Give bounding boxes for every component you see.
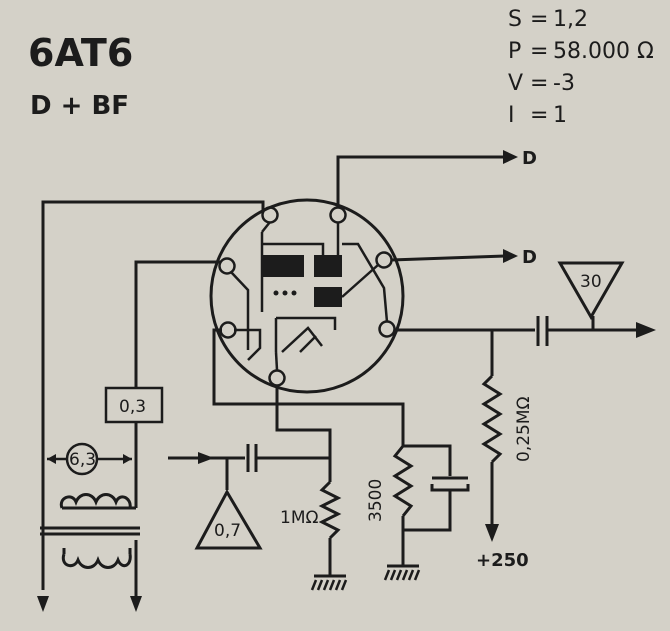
output-level-triangle	[557, 261, 625, 321]
grid-dot	[273, 290, 279, 296]
param-i-equals: =	[530, 103, 548, 128]
param-p-symbol: P	[508, 39, 521, 64]
param-p-equals: =	[530, 39, 548, 64]
output-level-label: 30	[580, 272, 602, 292]
cathode-resistor-label: 3500	[366, 479, 386, 522]
param-v-equals: =	[530, 71, 548, 96]
diode-plate-2	[314, 255, 342, 277]
ground-hatch	[310, 579, 348, 591]
transformer-primary-coil	[61, 553, 132, 569]
tube-function: D + BF	[30, 91, 129, 121]
heater-wire-right	[134, 260, 221, 388]
plate-1-lead	[262, 242, 325, 255]
arrow-icon	[37, 596, 49, 612]
diode-wire-2	[390, 254, 506, 262]
triode-plate-lead	[342, 242, 389, 323]
pin-3-lead	[230, 271, 250, 350]
grid-wire	[275, 386, 332, 482]
pin-4-lead	[341, 264, 379, 298]
pin-1-lead	[261, 221, 271, 233]
pin-3	[218, 257, 236, 275]
tube-parameters: S = 1,2 P = 58.000 Ω V = -3 I = 1	[508, 7, 654, 128]
param-s-equals: =	[530, 7, 548, 32]
diode-output-label-1: D	[522, 148, 537, 169]
grid-resistor-label: 1MΩ	[280, 508, 318, 528]
supply-voltage-label: +250	[476, 550, 529, 571]
input-level-label: 0,7	[214, 521, 241, 541]
grid-dot	[282, 290, 288, 296]
pin-6	[378, 320, 396, 338]
arrow-icon	[198, 452, 214, 464]
plate-resistor-label: 0,25MΩ	[514, 396, 534, 462]
param-i-symbol: I	[508, 103, 515, 128]
param-v-symbol: V	[508, 71, 523, 96]
tube-name: 6AT6	[28, 31, 133, 75]
pin-4	[375, 251, 393, 269]
pin-7	[268, 369, 286, 387]
pin-1	[261, 206, 279, 224]
input-level-triangle	[194, 488, 263, 550]
cathode-resistor	[392, 445, 414, 517]
pin-2	[329, 206, 347, 224]
pin-7-lead	[274, 351, 279, 371]
cathode-bias-wire	[277, 402, 405, 446]
pin-5	[219, 321, 237, 339]
arrow-icon	[503, 150, 518, 164]
triode-plate	[314, 287, 342, 307]
arrow-icon	[485, 524, 499, 542]
arrow-icon	[636, 322, 656, 338]
param-v-value: -3	[553, 71, 575, 96]
heater-current-box	[104, 386, 164, 424]
heater-voltage-label: 6,3	[69, 450, 96, 470]
ground-hatch	[383, 569, 421, 581]
diode-wire-1	[336, 155, 505, 207]
tube-pins	[218, 206, 396, 387]
heater-filament	[281, 326, 323, 353]
diode-plate-1	[262, 255, 304, 277]
plate-resistor	[481, 374, 503, 464]
tube-envelope	[209, 198, 405, 394]
diode-output-label-2: D	[522, 247, 537, 268]
bypass-capacitor-wire	[403, 444, 452, 476]
heater-current-label: 0,3	[119, 397, 146, 417]
cathode-sleeve	[276, 316, 337, 330]
grid-resistor	[318, 480, 342, 540]
param-p-value: 58.000 Ω	[553, 39, 654, 64]
heater-filament	[299, 335, 317, 353]
heater-voltage-circle	[65, 442, 99, 476]
transformer-secondary-coil	[59, 493, 132, 509]
bypass-capacitor	[430, 484, 470, 492]
arrow-icon	[47, 454, 56, 464]
bypass-capacitor-wire	[403, 490, 452, 532]
arrow-icon	[123, 454, 132, 464]
param-i-value: 1	[553, 103, 567, 128]
param-s-symbol: S	[508, 7, 522, 32]
heater-wire-left	[41, 200, 265, 590]
arrow-icon	[130, 596, 142, 612]
arrow-icon	[503, 249, 518, 263]
tube-electrodes	[230, 221, 389, 371]
param-s-value: 1,2	[553, 7, 588, 32]
grid-dot	[291, 290, 297, 296]
